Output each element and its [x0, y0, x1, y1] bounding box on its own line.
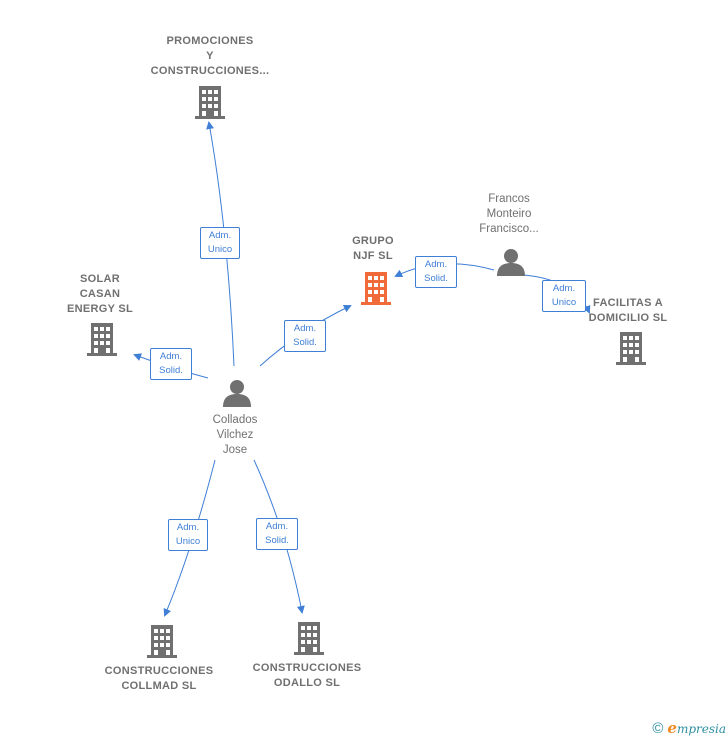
label-line: Y	[206, 50, 214, 62]
label-line: CASAN	[79, 288, 121, 300]
edge-label-francos-facilitas: Adm. Unico	[542, 280, 586, 312]
building-icon-facilitas[interactable]	[616, 332, 646, 365]
edge-label-francos-grupo: Adm. Solid.	[415, 256, 457, 288]
edge-label-collados-promociones: Adm. Unico	[200, 227, 240, 259]
edge-label-line: Adm.	[176, 522, 200, 533]
label-line: COLLMAD SL	[121, 680, 197, 692]
label-line: NJF SL	[353, 250, 393, 262]
label-line: CONSTRUCCIONES...	[150, 65, 270, 77]
edge-label-line: Solid.	[293, 337, 317, 348]
edge-label-line: Adm.	[293, 323, 317, 334]
edge-label-collados-odallo: Adm. Solid.	[256, 518, 298, 550]
person-icon-francos[interactable]	[497, 249, 525, 276]
copyright-icon: ©	[652, 719, 664, 737]
label-line: CONSTRUCCIONES	[104, 665, 214, 677]
label-line: Francos	[488, 193, 530, 205]
edge-label-line: Adm.	[552, 283, 576, 294]
node-label-promociones[interactable]: PROMOCIONES Y CONSTRUCCIONES...	[140, 34, 280, 79]
label-line: ENERGY SL	[66, 303, 134, 315]
brand-initial: e	[667, 719, 677, 737]
label-line: PROMOCIONES	[166, 35, 254, 47]
label-line: FACILITAS A	[593, 297, 663, 309]
edge-label-collados-grupo: Adm. Solid.	[284, 320, 326, 352]
building-icon-collmad[interactable]	[147, 625, 177, 658]
label-line: Monteiro	[486, 208, 532, 220]
edge-label-line: Adm.	[265, 521, 289, 532]
label-line: Jose	[222, 444, 248, 456]
edge-label-line: Adm.	[208, 230, 232, 241]
label-line: GRUPO	[352, 235, 394, 247]
node-label-solar-casan[interactable]: SOLAR CASAN ENERGY SL	[50, 272, 150, 317]
edge-label-collados-collmad: Adm. Unico	[168, 519, 208, 551]
edge-label-line: Solid.	[159, 365, 183, 376]
node-label-collados[interactable]: Collados Vilchez Jose	[185, 413, 285, 458]
label-line: Francisco...	[479, 223, 539, 235]
label-line: SOLAR	[80, 273, 120, 285]
node-label-odallo[interactable]: CONSTRUCCIONES ODALLO SL	[244, 661, 370, 691]
node-label-grupo-njf[interactable]: GRUPO NJF SL	[333, 234, 413, 264]
edge-label-line: Unico	[551, 297, 577, 308]
label-line: DOMICILIO SL	[588, 312, 668, 324]
node-label-facilitas[interactable]: FACILITAS A DOMICILIO SL	[580, 296, 676, 326]
edge-label-line: Solid.	[265, 535, 289, 546]
node-label-collmad[interactable]: CONSTRUCCIONES COLLMAD SL	[96, 664, 222, 694]
footer-brand: © empresia	[652, 719, 726, 737]
person-icon-collados[interactable]	[223, 380, 251, 407]
building-icon-odallo[interactable]	[294, 622, 324, 655]
label-line: Collados	[212, 414, 258, 426]
building-icon-grupo-njf[interactable]	[361, 272, 391, 305]
building-icon-promociones[interactable]	[195, 86, 225, 119]
node-label-francos[interactable]: Francos Monteiro Francisco...	[459, 192, 559, 237]
edge-label-line: Adm.	[159, 351, 183, 362]
label-line: ODALLO SL	[273, 677, 341, 689]
brand-logo[interactable]: empresia	[667, 719, 726, 737]
edge-label-line: Adm.	[424, 259, 448, 270]
brand-rest: mpresia	[676, 722, 726, 736]
building-icon-solar-casan[interactable]	[87, 323, 117, 356]
edge-label-line: Unico	[207, 244, 233, 255]
edge-label-collados-solar: Adm. Solid.	[150, 348, 192, 380]
label-line: CONSTRUCCIONES	[252, 662, 362, 674]
edge-label-line: Unico	[175, 536, 201, 547]
label-line: Vilchez	[216, 429, 254, 441]
edge-label-line: Solid.	[424, 273, 448, 284]
